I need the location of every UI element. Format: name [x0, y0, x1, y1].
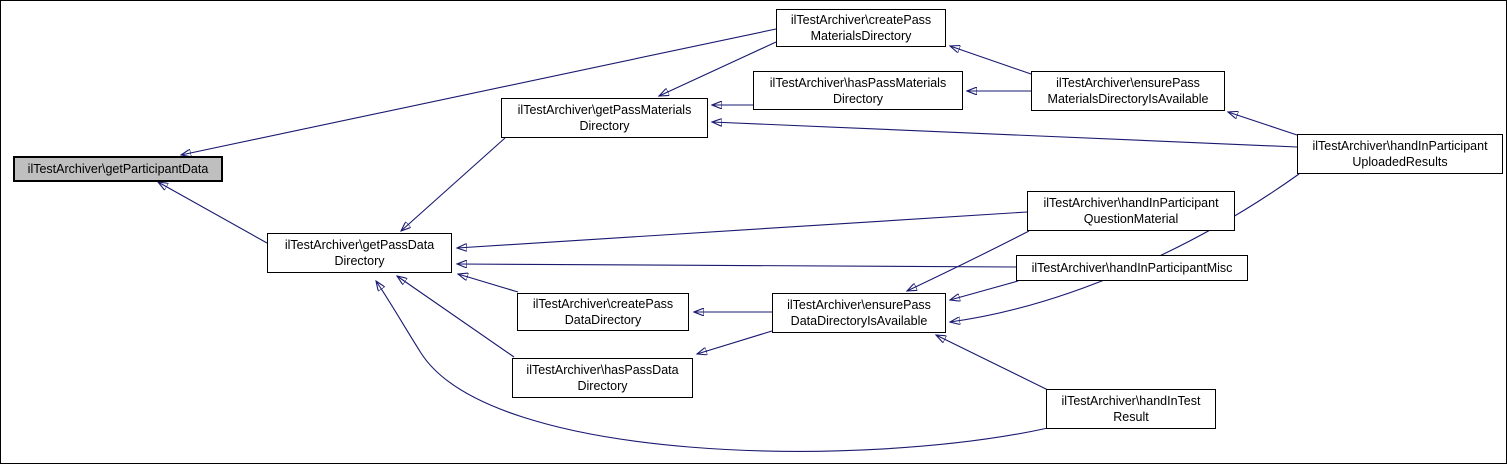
edge-ensurePassDataDirectoryIsAvailable-to-hasPassDataDirectory: [697, 330, 773, 354]
node-createPassMaterialsDirectory[interactable]: ilTestArchiver\createPass MaterialsDirec…: [776, 9, 946, 47]
node-getPassMaterialsDirectory[interactable]: ilTestArchiver\getPassMaterials Director…: [501, 98, 708, 138]
node-label: ilTestArchiver\ensurePass: [1056, 76, 1200, 90]
node-label: UploadedResults: [1352, 155, 1448, 169]
node-label: Directory: [334, 254, 385, 268]
edge-ensurePassMaterialsDirectoryIsAvailable-to-createPassMaterialsDirectory: [950, 46, 1032, 75]
edge-handInParticipantQuestionMaterial-to-getPassDataDirectory: [457, 211, 1028, 248]
edge-handInParticipantQuestionMaterial-to-ensurePassDataDirectoryIsAvailable: [907, 230, 1030, 291]
edge-handInParticipantUploadedResults-to-getPassMaterialsDirectory: [712, 122, 1298, 148]
node-handInTestResult[interactable]: ilTestArchiver\handInTest Result: [1046, 389, 1216, 429]
node-getParticipantData[interactable]: ilTestArchiver\getParticipantData: [13, 156, 223, 182]
node-label: MaterialsDirectoryIsAvailable: [1047, 92, 1209, 106]
node-label: ilTestArchiver\createPass: [532, 297, 674, 311]
edge-getPassDataDirectory-to-getParticipantData: [158, 182, 268, 244]
node-label: ilTestArchiver\hasPassData: [526, 363, 679, 377]
node-label: ilTestArchiver\getPassMaterials: [517, 103, 692, 117]
node-label: Directory: [579, 119, 630, 133]
node-label: Result: [1113, 410, 1149, 424]
node-label: QuestionMaterial: [1083, 212, 1179, 226]
node-handInParticipantQuestionMaterial[interactable]: ilTestArchiver\handInParticipant Questio…: [1027, 191, 1235, 231]
node-handInParticipantMisc[interactable]: ilTestArchiver\handInParticipantMisc: [1016, 255, 1248, 281]
edge-hasPassDataDirectory-to-getPassDataDirectory: [397, 276, 515, 358]
edge-handInTestResult-to-ensurePassDataDirectoryIsAvailable: [936, 335, 1049, 391]
node-label: Directory: [832, 91, 883, 106]
node-createPassDataDirectory[interactable]: ilTestArchiver\createPass DataDirectory: [517, 293, 689, 331]
node-label: ilTestArchiver\hasPassMaterials: [769, 75, 947, 90]
edge-createPassDataDirectory-to-getPassDataDirectory: [458, 274, 519, 293]
node-hasPassDataDirectory[interactable]: ilTestArchiver\hasPassData Directory: [512, 358, 693, 398]
node-hasPassMaterialsDirectory[interactable]: ilTestArchiver\hasPassMaterials Director…: [753, 71, 963, 110]
node-label: ilTestArchiver\handInTest: [1061, 394, 1201, 408]
edge-handInParticipantMisc-to-getPassDataDirectory: [457, 264, 1017, 267]
node-label: MaterialsDirectory: [810, 29, 912, 43]
node-label: DataDirectoryIsAvailable: [790, 314, 928, 328]
node-label: ilTestArchiver\handInParticipant: [1043, 196, 1219, 210]
edge-handInTestResult-to-getPassDataDirectory: [376, 281, 1049, 452]
node-label: ilTestArchiver\handInParticipant: [1312, 139, 1488, 153]
node-label: ilTestArchiver\handInParticipantMisc: [1031, 261, 1233, 275]
node-label: ilTestArchiver\createPass: [790, 13, 932, 27]
edge-handInParticipantMisc-to-ensurePassDataDirectoryIsAvailable: [950, 280, 1019, 300]
node-handInParticipantUploadedResults[interactable]: ilTestArchiver\handInParticipant Uploade…: [1297, 134, 1503, 174]
edge-getPassMaterialsDirectory-to-getPassDataDirectory: [401, 137, 506, 231]
edge-handInParticipantUploadedResults-to-ensurePassMaterialsDirectoryIsAvailable: [1228, 112, 1298, 136]
node-label: Directory: [577, 379, 628, 393]
node-label: ilTestArchiver\getParticipantData: [27, 162, 209, 176]
node-ensurePassMaterialsDirectoryIsAvailable[interactable]: ilTestArchiver\ensurePass MaterialsDirec…: [1031, 71, 1225, 111]
node-label: ilTestArchiver\getPassData: [284, 238, 435, 252]
node-label: DataDirectory: [564, 313, 642, 327]
node-getPassDataDirectory[interactable]: ilTestArchiver\getPassData Directory: [267, 233, 452, 273]
node-ensurePassDataDirectoryIsAvailable[interactable]: ilTestArchiver\ensurePass DataDirectoryI…: [772, 293, 946, 333]
node-label: ilTestArchiver\ensurePass: [787, 298, 931, 312]
